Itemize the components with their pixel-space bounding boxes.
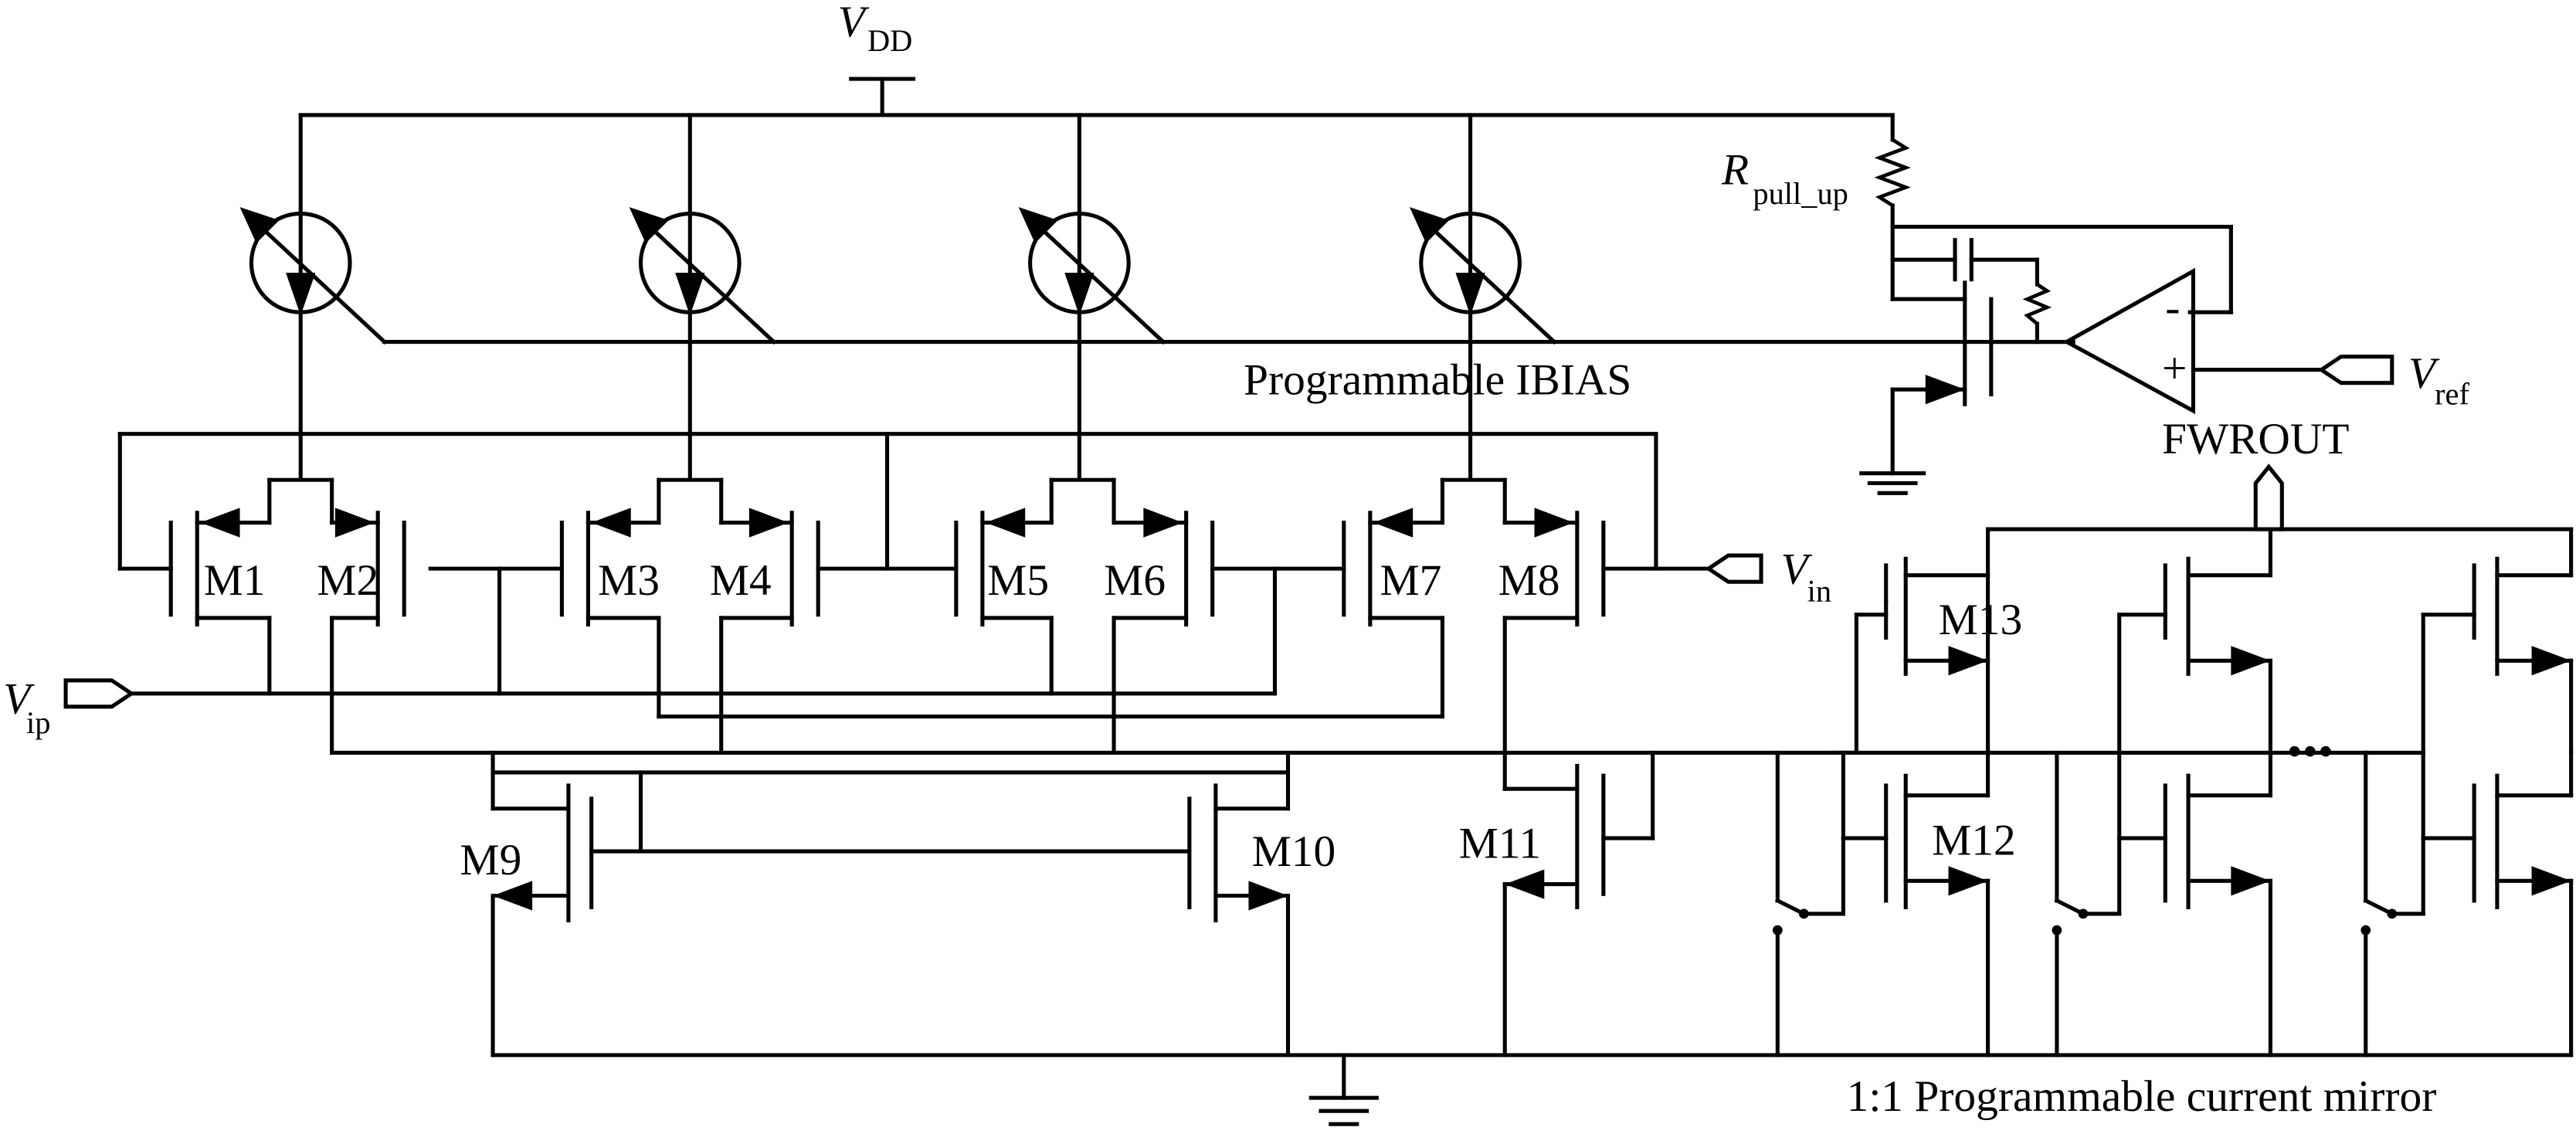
transistor-m11 [1502,750,1655,1058]
diff-pair-m7-m8 [1342,477,1606,791]
vdd-supply [298,76,1895,117]
vref-terminal [2317,355,2394,385]
fwrout-line [1986,463,2574,755]
rpull-label: R [1721,145,1749,194]
label-m5: M5 [987,556,1049,605]
vip-input-bus [63,566,1278,709]
vdd-subscript: DD [867,23,912,58]
gate-bus-upper [117,432,1711,571]
mirror-m9-m10 [490,770,1291,1058]
vip-subscript: ip [26,705,50,740]
ellipsis-more-stages: ••• [2287,727,2333,776]
opamp-minus: - [2165,284,2180,332]
label-m11: M11 [1459,820,1541,868]
mirror-caption: 1:1 Programmable current mirror [1847,1072,2437,1121]
pull-up-resistor [1874,113,2233,314]
label-m1: M1 [204,556,266,605]
label-m6: M6 [1104,556,1166,605]
label-m13: M13 [1939,596,2022,644]
ibias-label: Programmable IBIAS [1244,356,1631,405]
label-m4: M4 [710,556,772,605]
label-m3: M3 [598,556,660,605]
ground-rail [490,1053,2574,1126]
label-m8: M8 [1498,556,1560,605]
vin-label: V [1781,545,1813,593]
compensation-capacitor [1890,238,2052,345]
opamp-plus: + [2162,345,2187,393]
current-source-2 [629,113,777,479]
op-amp [2035,267,2323,415]
mirror-stage-2 [2052,527,2272,1058]
rpull-subscript: pull_up [1753,176,1848,211]
output-driver-pmos [1859,280,2039,495]
mirror-stage-n [2360,556,2574,1058]
diff-pair-m3-m4 [559,477,820,755]
output-bus-lines [330,715,2368,811]
mirror-stage-1 [1772,556,1991,1058]
vin-subscript: in [1807,574,1831,609]
label-m9: M9 [460,836,522,884]
diff-pair-m1-m2 [168,477,406,755]
fwrout-label: FWROUT [2162,415,2349,463]
vip-label: V [3,674,35,723]
current-source-3 [1018,113,1166,479]
vref-label: V [2408,349,2440,398]
label-m7: M7 [1380,556,1442,605]
vref-subscript: ref [2435,376,2469,411]
vin-terminal [1705,553,1763,584]
label-m2: M2 [317,556,378,605]
vdd-label: V [838,0,870,46]
current-source-1 [239,113,388,479]
current-source-4 [1409,113,1557,479]
diff-pair-m5-m6 [954,477,1215,755]
label-m10: M10 [1252,827,1336,876]
label-m12: M12 [1932,816,2015,864]
